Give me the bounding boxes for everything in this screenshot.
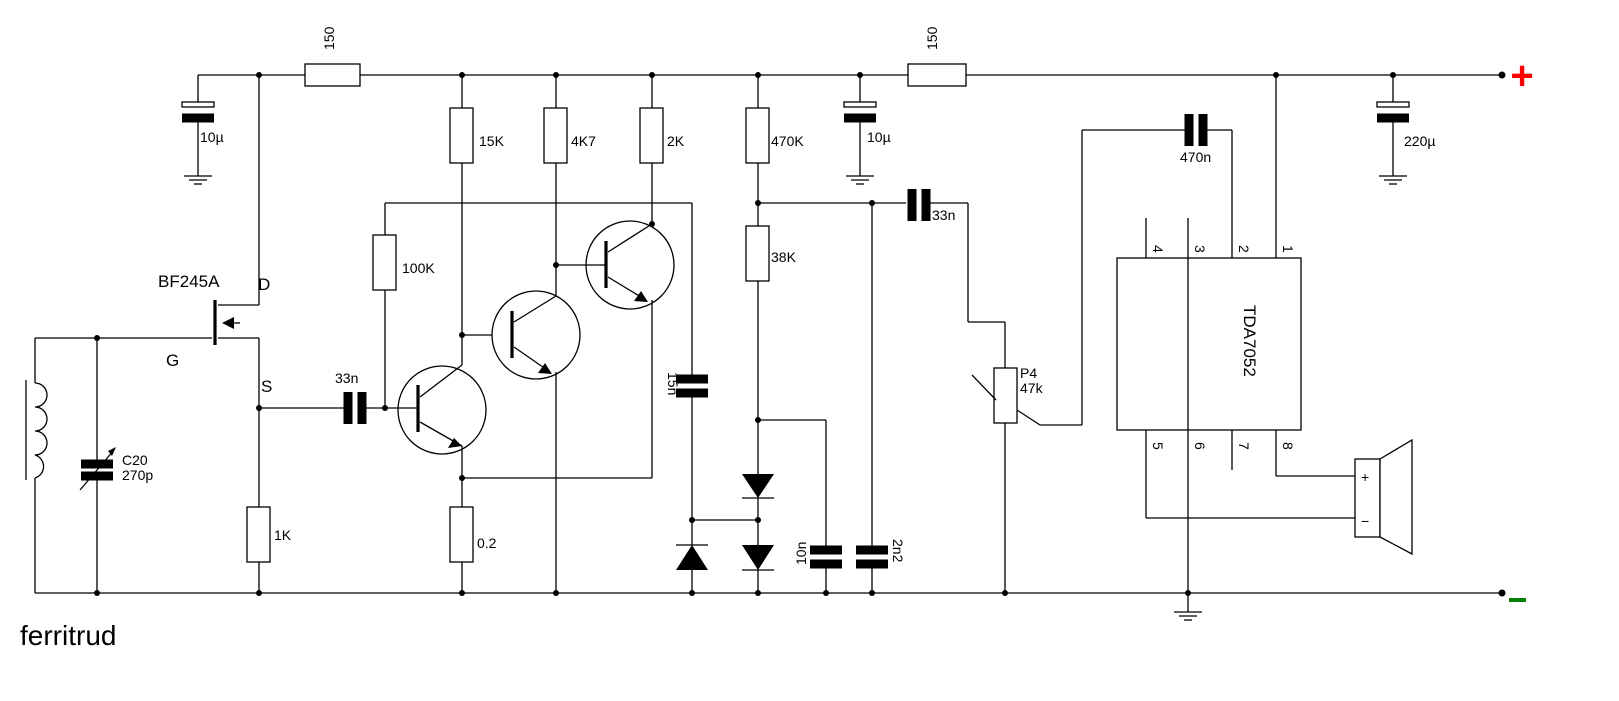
- positive-terminal-symbol: +: [1510, 54, 1533, 98]
- ic-pin-6: 6: [1192, 442, 1208, 450]
- ic-pin-1: 1: [1280, 245, 1296, 253]
- jfet-gate-label: G: [166, 351, 179, 370]
- resistor-0-2: 0.2: [449, 506, 497, 593]
- capacitor-15n: 15n: [665, 203, 708, 520]
- speaker-minus-label: −: [1361, 513, 1369, 529]
- jfet-bf245a: BF245A D G S: [35, 75, 272, 593]
- resistor-0-2-label: 0.2: [477, 535, 497, 551]
- capacitor-33n-coupling: 33n: [259, 370, 418, 424]
- ground-symbol-2: [846, 175, 874, 185]
- ground-symbol-3: [1379, 175, 1407, 185]
- c20-name-label: C20: [122, 452, 148, 468]
- resistor-2k: 2K: [639, 75, 685, 164]
- resistor-1k-label: 1K: [274, 527, 292, 543]
- junction-dots: [94, 72, 1396, 596]
- capacitor-10u-supply-label: 10µ: [867, 129, 891, 145]
- resistor-15k-label: 15K: [479, 133, 505, 149]
- capacitor-10u-input: 10µ: [181, 75, 224, 176]
- resistor-4k7-label: 4K7: [571, 133, 596, 149]
- resistor-1k: 1K: [246, 506, 292, 563]
- capacitor-10u-input-label: 10µ: [200, 129, 224, 145]
- capacitor-33n-output-label: 33n: [932, 207, 955, 223]
- p4-name-label: P4: [1020, 365, 1037, 381]
- jfet-source-label: S: [261, 377, 272, 396]
- jfet-part-label: BF245A: [158, 272, 220, 291]
- resistor-470k: 470K: [745, 75, 804, 226]
- ground-symbol-ic: [1174, 593, 1202, 621]
- capacitor-33n-coupling-label: 33n: [335, 370, 358, 386]
- capacitor-2n2: 2n2: [758, 202, 906, 593]
- potentiometer-p4: P4 47k: [971, 322, 1082, 593]
- capacitor-10u-supply: 10µ: [843, 75, 891, 176]
- resistor-100k: 100K: [372, 202, 692, 408]
- speaker-plus-label: +: [1361, 469, 1369, 485]
- ic-pin-8: 8: [1280, 442, 1296, 450]
- capacitor-470n: 470n: [1081, 114, 1233, 425]
- transistor-2: [462, 163, 581, 593]
- schematic-caption: ferritrud: [20, 620, 117, 651]
- positive-terminal: +: [1498, 54, 1534, 98]
- c20-value-label: 270p: [122, 467, 153, 483]
- capacitor-220u: 220µ: [1376, 75, 1435, 176]
- capacitor-10n: 10n: [758, 419, 842, 593]
- resistor-150-input-label: 150: [321, 26, 337, 50]
- transistor-3: [462, 163, 675, 479]
- diode-network: [676, 420, 774, 593]
- capacitor-2n2-label: 2n2: [890, 539, 906, 563]
- loudspeaker: + −: [1354, 438, 1413, 556]
- capacitor-33n-output: 33n: [907, 189, 1005, 323]
- p4-value-label: 47k: [1020, 380, 1044, 396]
- ic-pin-3: 3: [1192, 245, 1208, 253]
- resistor-38k: 38K: [745, 225, 797, 420]
- resistor-4k7: 4K7: [543, 75, 596, 164]
- ferrite-coil: [25, 338, 48, 593]
- capacitor-470n-label: 470n: [1180, 149, 1211, 165]
- ic-pin-4: 4: [1150, 245, 1166, 253]
- resistor-100k-label: 100K: [402, 260, 435, 276]
- ic-pin-2: 2: [1236, 245, 1252, 253]
- resistor-15k: 15K: [449, 75, 505, 164]
- capacitor-c20-variable: C20 270p: [79, 338, 153, 593]
- resistor-150-supply: 150: [907, 26, 967, 87]
- resistor-150-input: 150: [304, 26, 361, 87]
- negative-terminal: [1498, 589, 1526, 602]
- transistor-1: [397, 163, 487, 507]
- ic-pin-5: 5: [1150, 442, 1166, 450]
- resistor-470k-label: 470K: [771, 133, 804, 149]
- resistor-150-supply-label: 150: [924, 26, 940, 50]
- capacitor-220u-label: 220µ: [1404, 133, 1435, 149]
- ic-pin-7: 7: [1236, 442, 1252, 450]
- ic-part-label: TDA7052: [1240, 305, 1259, 377]
- resistor-38k-label: 38K: [771, 249, 797, 265]
- resistor-2k-label: 2K: [667, 133, 685, 149]
- capacitor-10n-label: 10n: [793, 542, 809, 565]
- jfet-drain-label: D: [258, 275, 270, 294]
- ic-tda7052: TDA7052 4 3 2 1 5 6 7 8: [1116, 75, 1355, 593]
- capacitor-15n-label: 15n: [665, 372, 681, 395]
- ground-symbol-1: [184, 175, 212, 185]
